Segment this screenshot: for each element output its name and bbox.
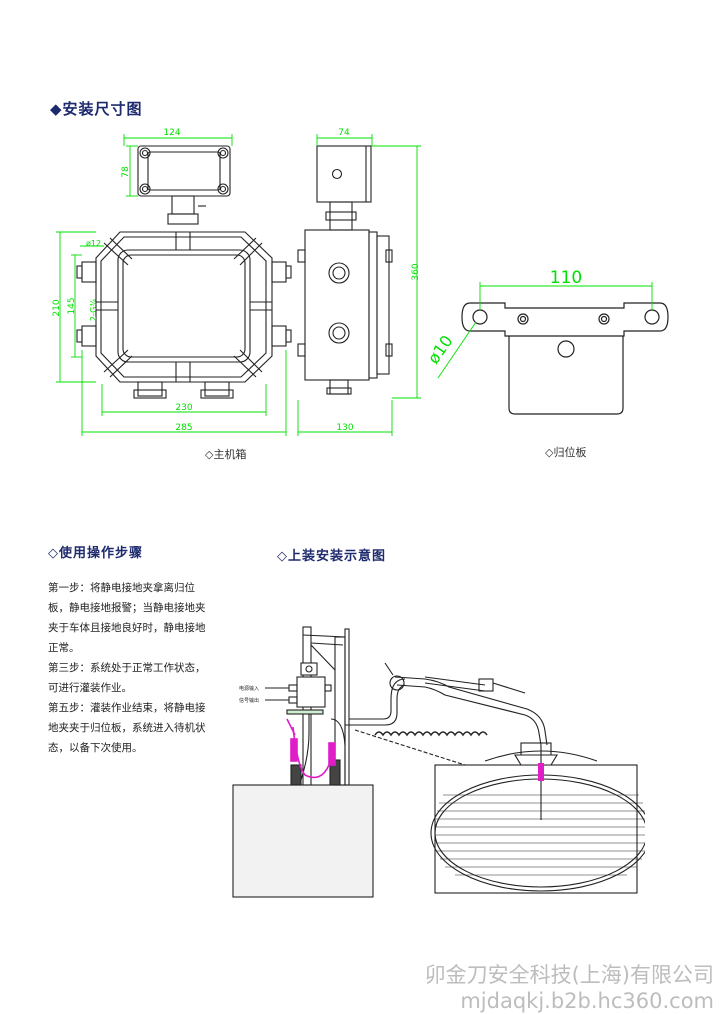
step-line: 正常。 <box>48 642 80 654</box>
step-line: 第一步：将静电接地夹拿离归位 <box>48 582 195 594</box>
dim-130: 130 <box>336 423 353 433</box>
section-title: ◆安装尺寸图 <box>50 100 143 118</box>
step-line: 态，以备下次使用。 <box>48 742 143 754</box>
side-dimension-lines <box>297 134 421 436</box>
dimension-drawing: 124 78 ø12 210 145 2-G¾ 230 285 74 360 1… <box>52 128 669 436</box>
watermark: 卯金刀安全科技(上海)有限公司 mjdaqkj.b2b.hc360.com <box>294 962 714 1014</box>
step-line: 第三步：系统处于正常工作状态， <box>48 662 206 674</box>
dim-360: 360 <box>411 263 421 280</box>
dim-g-thread: 2-G¾ <box>89 299 98 321</box>
usage-title: ◇使用操作步骤 <box>48 546 143 561</box>
dim-74: 74 <box>338 128 350 138</box>
dim-145: 145 <box>67 297 77 314</box>
watermark-url: mjdaqkj.b2b.hc360.com <box>460 989 714 1013</box>
return-plate-drawing <box>461 302 669 415</box>
watermark-company: 卯金刀安全科技(上海)有限公司 <box>424 963 714 987</box>
install-diagram: 电源输入 信号输出 <box>232 626 645 898</box>
dim-124: 124 <box>163 128 180 138</box>
dim-d10: ø10 <box>424 332 457 368</box>
ground-clamp-wire <box>286 718 336 779</box>
front-dimension-lines <box>56 134 287 436</box>
caption-return-plate: ◇归位板 <box>545 446 587 459</box>
dim-78: 78 <box>121 166 131 178</box>
dim-hole-12: ø12 <box>86 239 101 248</box>
label-signal-out: 信号输出 <box>239 697 259 704</box>
step-line: 可进行灌装作业。 <box>48 682 132 694</box>
dim-285: 285 <box>175 423 192 433</box>
usage-steps: 第一步：将静电接地夹拿离归位 板，静电接地报警；当静电接地夹 夹于车体且接地良好… <box>48 578 248 758</box>
main-box-front-view <box>76 145 292 399</box>
tank-liquid <box>436 794 645 876</box>
plate-dimension-lines <box>437 282 653 379</box>
dim-210: 210 <box>52 299 62 316</box>
dim-110: 110 <box>550 268 582 288</box>
step-line: 第五步：灌装作业结束，将静电接 <box>48 702 206 714</box>
step-line: 板，静电接地报警；当静电接地夹 <box>48 602 206 614</box>
step-line: 夹于车体且接地良好时，静电接地 <box>48 622 206 634</box>
label-power-in: 电源输入 <box>239 685 259 692</box>
main-box-side-view <box>297 145 393 395</box>
install-title: ◇上装安装示意图 <box>277 549 386 564</box>
step-line: 地夹夹于归位板，系统进入待机状 <box>48 722 206 734</box>
caption-main-box: ◇主机箱 <box>205 448 247 461</box>
dim-230: 230 <box>175 403 192 413</box>
